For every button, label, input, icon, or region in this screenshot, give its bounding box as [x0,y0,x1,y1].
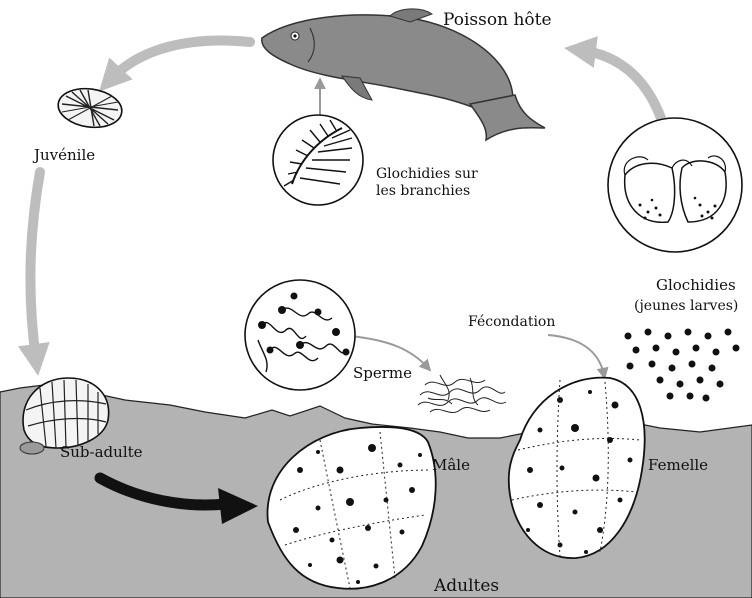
arrow-fertilization [548,335,604,375]
larvae-dots-icon [625,329,740,402]
label-female: Femelle [648,456,708,474]
sperm-cell-icon [245,280,355,390]
open-glochidium-icon [608,118,742,252]
juvenile-mussel-icon [56,85,125,132]
label-host-fish: Poisson hôte [443,10,552,30]
label-sperm: Sperme [353,364,412,382]
label-adults: Adultes [434,576,499,596]
arrow-glochidia-to-fish [580,50,665,130]
arrow-juvenile-to-subadult [30,172,40,360]
sperm-cloud [418,375,506,413]
label-sub-adult: Sub-adulte [60,443,143,461]
label-glochidia-gills-text: Glochidies sur les branchies [376,166,478,199]
gill-filaments-icon [273,115,363,205]
arrow-fish-to-juvenile [110,41,250,80]
label-glochidia-sub: (jeunes larves) [634,298,738,315]
label-male: Mâle [432,456,470,474]
label-juvenile: Juvénile [34,146,95,164]
label-fertilization: Fécondation [468,314,555,331]
label-glochidia-gills: Glochidies sur les branchies [376,166,486,200]
label-glochidia: Glochidies [656,276,736,294]
